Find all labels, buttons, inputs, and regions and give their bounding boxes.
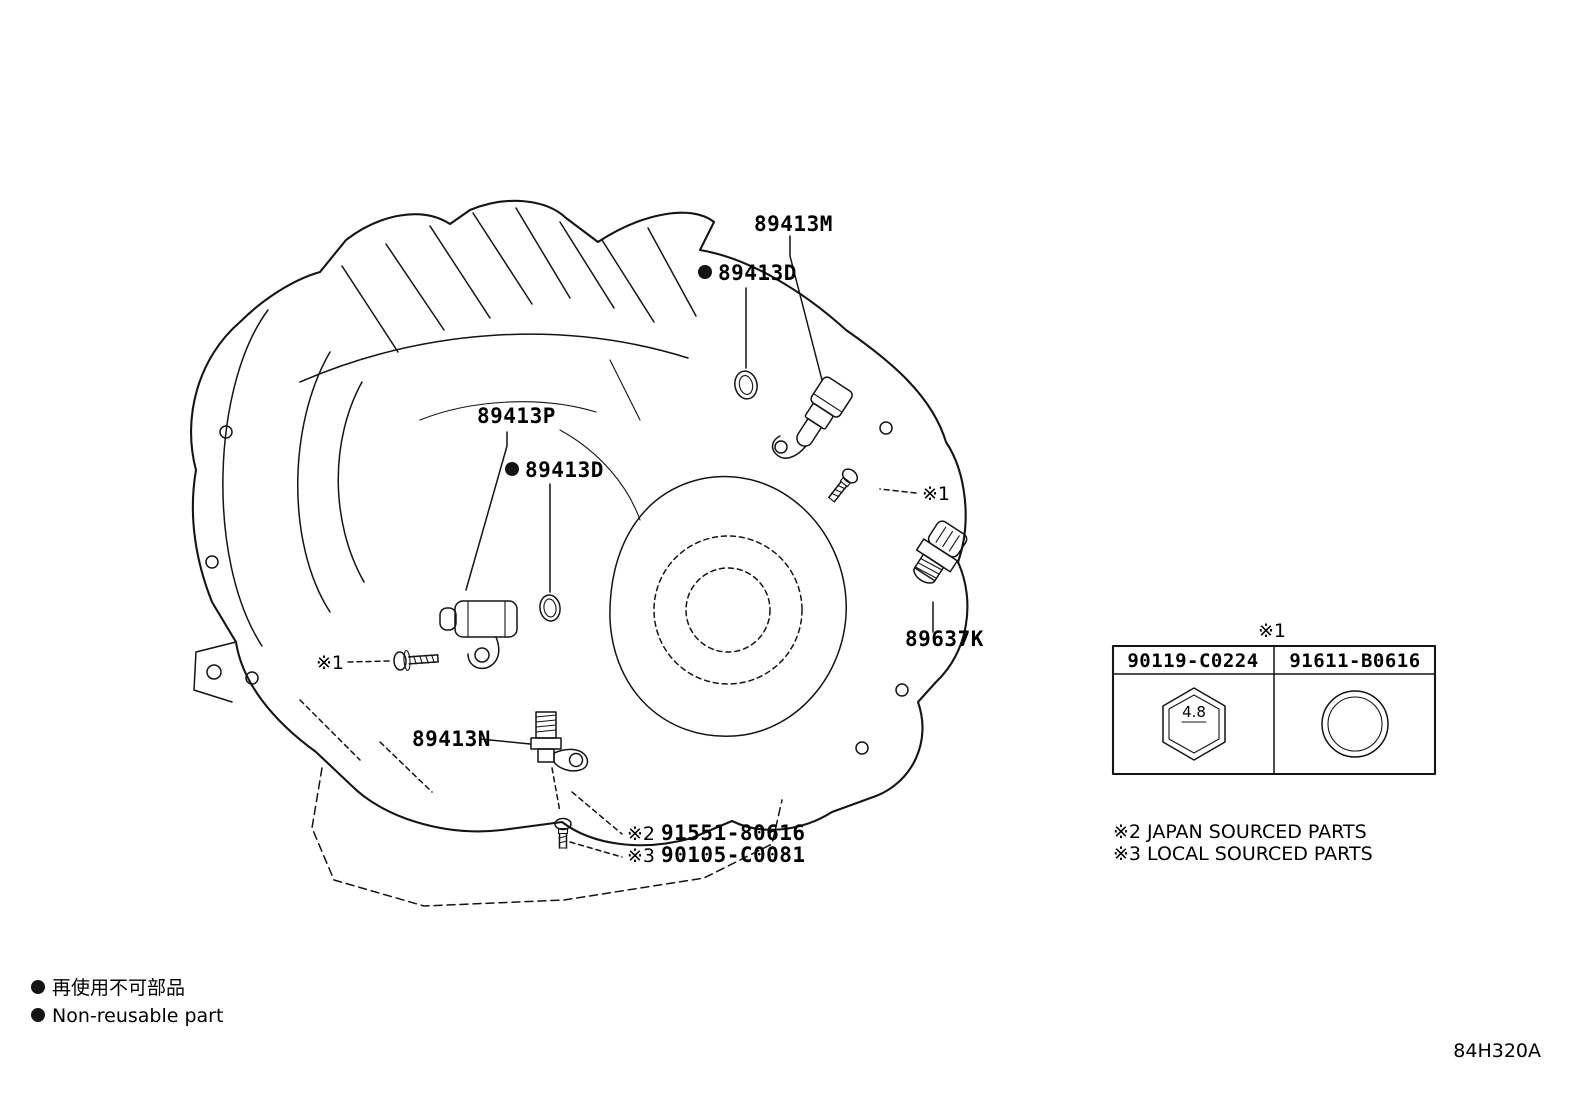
oring-89413d-top bbox=[734, 370, 758, 400]
table-title: ※1 bbox=[1258, 620, 1286, 642]
non-reusable-bullet-icon bbox=[31, 980, 45, 994]
leader-lines bbox=[347, 235, 934, 858]
figure-code: 84H320A bbox=[1453, 1040, 1541, 1062]
non-reusable-bullet-icon bbox=[31, 1008, 45, 1022]
label-ref1-left: ※1 bbox=[316, 652, 344, 674]
label-ref2-part: 91551-80616 bbox=[661, 821, 806, 845]
non-reusable-bullet-icon bbox=[505, 462, 519, 476]
bolt-ref1-left bbox=[393, 649, 439, 672]
mounting-ear-hole bbox=[568, 752, 584, 768]
mounting-ear-hole bbox=[474, 647, 490, 663]
label-89637k: 89637K bbox=[905, 627, 984, 651]
legend: 再使用不可部品 Non-reusable part bbox=[31, 977, 223, 1027]
speed-sensor-89413m bbox=[771, 376, 853, 459]
label-89413p: 89413P bbox=[477, 404, 556, 428]
label-ref1-right: ※1 bbox=[922, 483, 950, 505]
bolt-ref1-right bbox=[828, 468, 859, 503]
table-col1-header: 90119-C0224 bbox=[1127, 650, 1258, 672]
oring-89413d-mid bbox=[539, 594, 561, 622]
label-ref3-mark: ※3 bbox=[627, 845, 655, 867]
non-reusable-bullet-icon bbox=[698, 265, 712, 279]
transaxle-case-drawing bbox=[190, 199, 969, 907]
source-notes: ※2 JAPAN SOURCED PARTS ※3 LOCAL SOURCED … bbox=[1113, 821, 1373, 865]
label-89413n: 89413N bbox=[412, 727, 491, 751]
hex-size-label: 4.8 bbox=[1182, 703, 1206, 721]
part-labels: 89413M 89413D 89413P 89413D 89413N 89637… bbox=[316, 212, 984, 867]
table-col2-header: 91611-B0616 bbox=[1289, 650, 1420, 672]
mounting-ear-hole bbox=[774, 440, 788, 454]
bolt-ref23 bbox=[554, 817, 572, 849]
note-local-sourced: ※3 LOCAL SOURCED PARTS bbox=[1113, 843, 1373, 865]
label-ref2-mark: ※2 bbox=[627, 823, 655, 845]
oring-symbol bbox=[1321, 690, 1389, 758]
ref1-parts-table: ※1 90119-C0224 91611-B0616 4.8 bbox=[1111, 620, 1437, 776]
note-japan-sourced: ※2 JAPAN SOURCED PARTS bbox=[1113, 821, 1367, 843]
legend-jp: 再使用不可部品 bbox=[52, 977, 185, 999]
speed-sensor-89413p bbox=[439, 600, 518, 670]
label-89413d-top: 89413D bbox=[718, 261, 797, 285]
legend-en: Non-reusable part bbox=[52, 1005, 223, 1027]
oil-pressure-switch-89637k bbox=[913, 520, 968, 584]
label-89413d-mid: 89413D bbox=[525, 458, 604, 482]
label-ref3-part: 90105-C0081 bbox=[661, 843, 806, 867]
label-89413m: 89413M bbox=[754, 212, 833, 236]
hex-plug-symbol: 4.8 bbox=[1162, 687, 1226, 761]
speed-sensor-89413n bbox=[530, 711, 589, 772]
